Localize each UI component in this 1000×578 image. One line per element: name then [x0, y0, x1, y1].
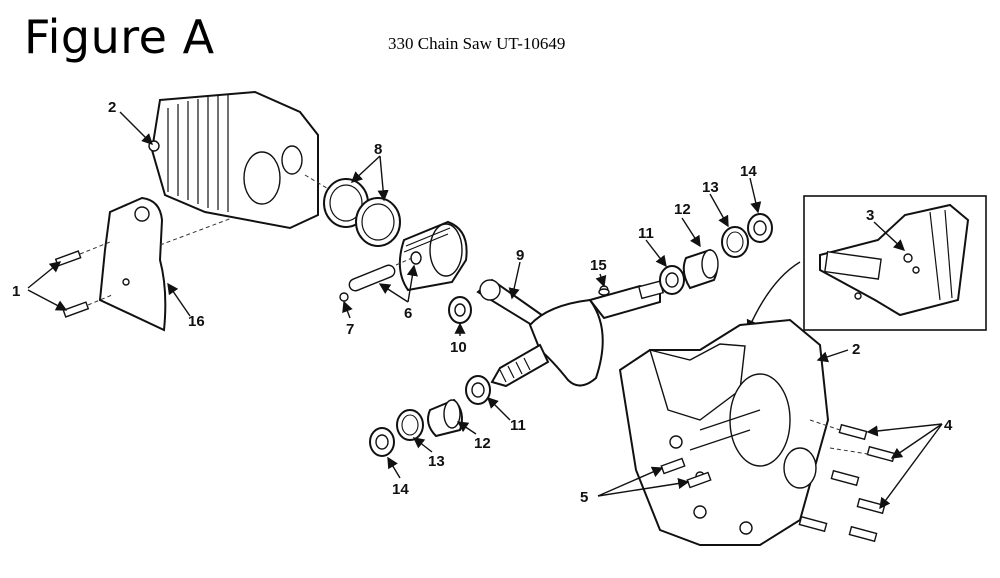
- bearing-stack-left: [369, 375, 491, 457]
- callout-12-right: 12: [674, 201, 691, 218]
- inset-pointer-arrow: [746, 261, 801, 332]
- callout-2-cylinder: 2: [108, 99, 116, 116]
- callout-14-left: 14: [392, 481, 409, 498]
- callout-11-right: 11: [638, 225, 654, 242]
- callout-10: 10: [450, 339, 467, 356]
- inset-detail: [803, 195, 987, 331]
- callout-15: 15: [590, 257, 607, 274]
- shroud-part: [98, 196, 233, 332]
- piston-part: [398, 220, 468, 292]
- crankshaft-part: [476, 278, 665, 388]
- callout-9: 9: [516, 247, 524, 264]
- seal-part: [598, 288, 610, 296]
- cylinder-part: [148, 90, 331, 230]
- callout-2-crankcase: 2: [852, 341, 860, 358]
- bearing-stack-right: [659, 213, 773, 295]
- figure-subtitle: 330 Chain Saw UT-10649: [388, 34, 566, 53]
- callout-8: 8: [374, 141, 382, 158]
- callout-13-left: 13: [428, 453, 445, 470]
- callout-14-right: 14: [740, 163, 757, 180]
- callout-16: 16: [188, 313, 205, 330]
- crankcase-bolts: [798, 419, 896, 543]
- crankcase-part: [618, 318, 830, 546]
- piston-rings-part: [323, 178, 401, 247]
- callout-labels: 2 1 16 8 6 7 9 10 11 12 13 14 15 3 2 4 5…: [12, 99, 953, 506]
- leader-lines: [27, 111, 943, 510]
- callout-4: 4: [944, 417, 953, 434]
- callout-11-left: 11: [510, 417, 526, 434]
- callout-6: 6: [404, 305, 412, 322]
- callout-13-right: 13: [702, 179, 719, 196]
- bearing-part: [448, 296, 472, 324]
- callout-3: 3: [866, 207, 874, 224]
- callout-5: 5: [580, 489, 588, 506]
- callout-12-left: 12: [474, 435, 491, 452]
- figure-title: Figure A: [24, 10, 215, 64]
- callout-7: 7: [346, 321, 354, 338]
- piston-pin-part: [339, 257, 413, 302]
- callout-1: 1: [12, 283, 20, 300]
